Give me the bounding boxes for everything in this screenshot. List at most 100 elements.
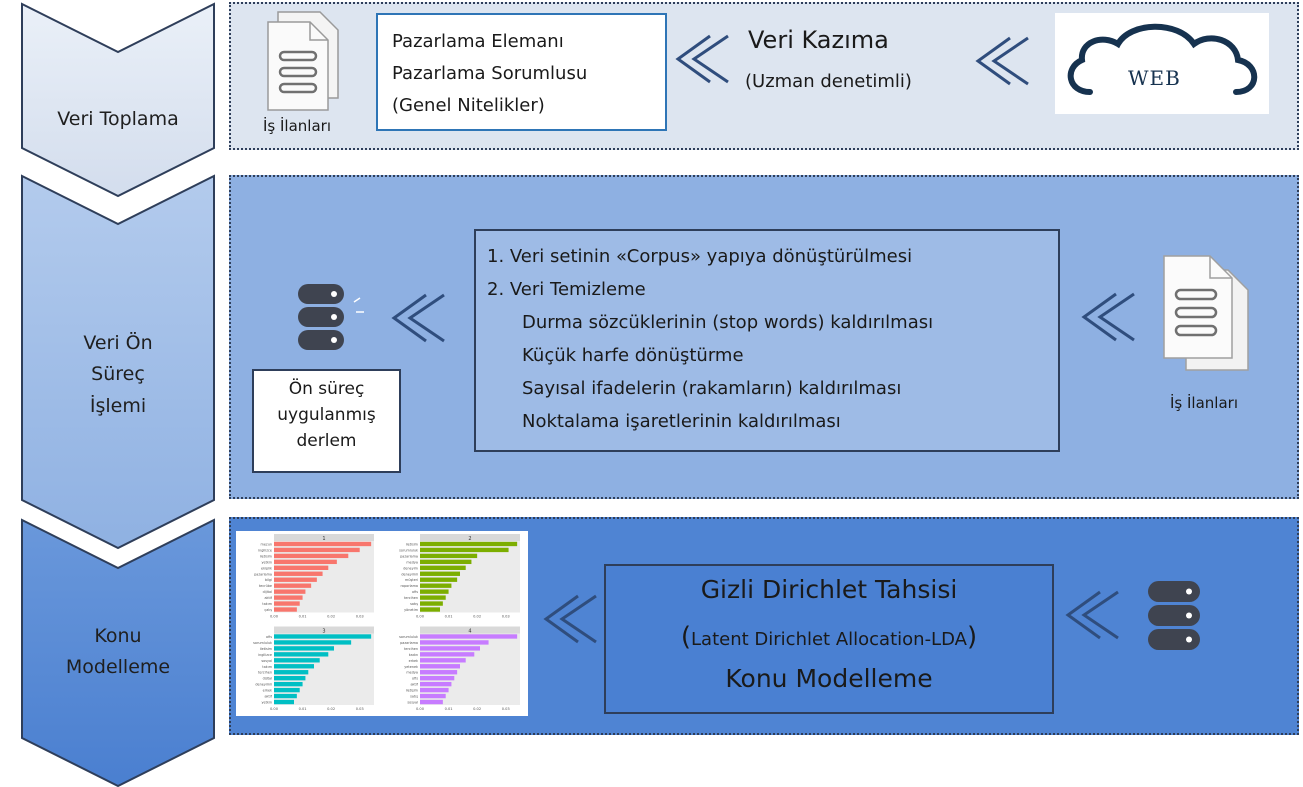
term-label: erkek — [409, 659, 418, 663]
term-label: aktif — [410, 683, 418, 687]
term-label: iletişim — [406, 689, 419, 693]
term-label: ofis — [412, 590, 418, 594]
job-titles-box — [376, 13, 667, 131]
step-punctuation: Noktalama işaretlerinin kaldırılması — [522, 411, 841, 432]
stage-label-modeling: Konu Modelleme — [65, 625, 171, 679]
panel-background — [274, 541, 374, 613]
lda-box — [604, 564, 1054, 714]
panel-strip — [274, 534, 374, 541]
double-chevron-left-icon — [543, 594, 597, 644]
term-label: deneyimli — [401, 572, 418, 576]
term-label: medya — [406, 560, 418, 564]
topic-bar — [274, 571, 323, 576]
topic-bar — [274, 687, 300, 693]
corpus-box — [252, 369, 401, 473]
topic-bar — [274, 670, 309, 675]
term-label: ingilizce — [258, 548, 272, 552]
term-label: pazarlama — [400, 554, 418, 558]
term-label: kadın — [409, 653, 418, 657]
x-tick-label: 0.02 — [473, 615, 481, 619]
panel-title: 1 — [322, 536, 325, 542]
topic-bar — [274, 547, 360, 553]
topic-bar — [420, 571, 460, 576]
topic-bar — [420, 634, 518, 639]
x-tick-label: 0.03 — [502, 615, 510, 619]
term-label: ekiplik — [261, 566, 272, 570]
topic-bar — [274, 652, 329, 657]
topic-bar — [420, 559, 472, 565]
topic-model-chart: 1 mezun ingilizce iletisim yetkin ekiplik paza… — [236, 531, 528, 716]
term-label: deneyim — [403, 566, 418, 570]
step-cleaning: 2. Veri Temizleme — [487, 279, 646, 300]
x-tick-label: 0.02 — [327, 707, 335, 711]
term-label: iletisim — [260, 647, 273, 651]
topic-bar — [274, 664, 314, 669]
topic-bar — [420, 640, 489, 645]
topic-bar — [274, 634, 372, 639]
x-tick-label: 0.00 — [416, 615, 425, 619]
topic-bar — [420, 577, 458, 582]
double-chevron-left-icon — [675, 34, 729, 84]
x-tick-label: 0.01 — [445, 615, 453, 619]
topic-bar — [274, 640, 352, 645]
stage-arrow-preprocess — [21, 174, 215, 550]
panel-strip — [420, 626, 520, 634]
database-icon — [1148, 581, 1200, 650]
panel-title: 3 — [322, 629, 325, 635]
term-label: deneyimli — [255, 683, 272, 687]
term-label: ofis — [266, 635, 272, 639]
term-label: sorumluluk — [399, 635, 418, 639]
term-label: ofis — [412, 677, 418, 681]
term-label: mezun — [261, 542, 272, 546]
term-label: sosyal — [261, 659, 272, 663]
topic-bar — [274, 577, 317, 582]
term-label: pazarlama — [400, 641, 418, 645]
topic-bar — [420, 646, 480, 651]
lda-title: Gizli Dirichlet Tahsisi — [700, 575, 958, 604]
stage-arrow-collection — [21, 2, 215, 198]
topic-bar — [420, 553, 478, 559]
x-tick-label: 0.02 — [473, 707, 481, 711]
panel-background — [420, 541, 520, 613]
preprocess-steps-box — [474, 229, 1060, 452]
topic-bar — [420, 676, 455, 681]
topic-bar — [420, 541, 518, 547]
lda-subtitle: (Latent Dirichlet Allocation-LDA) — [680, 622, 978, 652]
topic-bar — [274, 595, 303, 600]
term-label: çalış — [264, 608, 272, 612]
topic-bar — [274, 699, 294, 705]
panel-title: 4 — [468, 629, 471, 635]
document-stack-icon — [1163, 255, 1249, 371]
cloud-icon — [1067, 23, 1258, 95]
topic-bar — [420, 687, 449, 693]
document-stack-icon — [267, 11, 339, 111]
term-label: aktif — [264, 596, 272, 600]
topic-bar — [274, 658, 320, 663]
stage-label-preprocess: Veri Ön Süreç İşlemi — [83, 332, 153, 417]
topic-bar — [274, 565, 329, 570]
topic-bar — [274, 589, 306, 594]
x-tick-label: 0.01 — [445, 707, 453, 711]
topic-bar — [420, 565, 466, 570]
term-label: pazarlama — [254, 572, 272, 576]
doc-caption-collection: İş İlanları — [263, 117, 331, 135]
x-tick-label: 0.00 — [270, 707, 279, 711]
topic-bar — [274, 559, 337, 565]
term-label: iletisim — [406, 542, 419, 546]
term-label: ingilizce — [258, 653, 272, 657]
term-label: tecrübe — [259, 584, 272, 588]
panel-title: 2 — [468, 536, 471, 542]
term-label: aktif — [264, 695, 272, 699]
double-chevron-left-icon — [391, 293, 445, 343]
corpus-text: Ön süreç uygulanmış derlem — [277, 379, 376, 451]
preprocess-steps-text: 1. Veri setinin «Corpus» yapıya dönüştür… — [487, 240, 933, 438]
topic-bar — [420, 652, 475, 657]
topic-bar — [420, 664, 460, 669]
topic-bar — [274, 553, 349, 559]
term-label: satış — [410, 695, 418, 699]
topic-bar — [420, 670, 458, 675]
term-label: erkek — [263, 689, 272, 693]
topic-bar — [420, 601, 443, 606]
x-tick-label: 0.00 — [270, 615, 279, 619]
term-label: yetkin — [262, 560, 272, 564]
